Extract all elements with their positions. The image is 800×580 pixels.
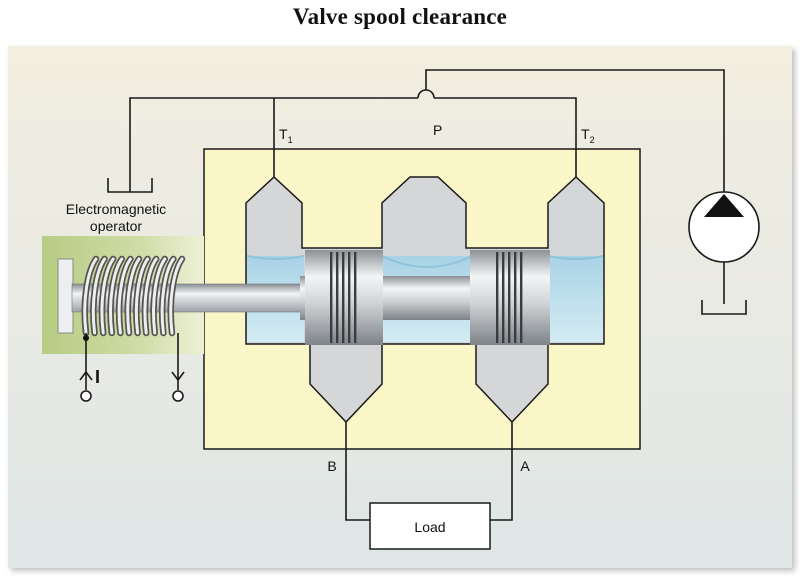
page-title: Valve spool clearance	[292, 4, 508, 29]
load-label: Load	[414, 519, 445, 535]
port-a-label: A	[520, 458, 530, 474]
pump-icon	[688, 191, 760, 263]
operator-label-line1: Electromagnetic	[66, 201, 166, 217]
spool-grooves	[330, 252, 523, 343]
tank-icon	[701, 300, 747, 315]
port-t2-label: T2	[581, 126, 595, 145]
current-label: I	[95, 367, 100, 387]
load-box	[369, 502, 491, 550]
tank-icon	[107, 178, 153, 193]
coil-icon	[81, 255, 186, 337]
port-p-label: P	[433, 122, 442, 138]
terminal-icon	[79, 333, 185, 402]
hydraulic-lines	[129, 69, 725, 521]
fluid-right	[548, 256, 603, 342]
operator-label-line2: operator	[90, 218, 142, 234]
port-b-label: B	[327, 458, 336, 474]
port-t1-label: T1	[279, 126, 293, 145]
armature-plate	[57, 258, 74, 334]
